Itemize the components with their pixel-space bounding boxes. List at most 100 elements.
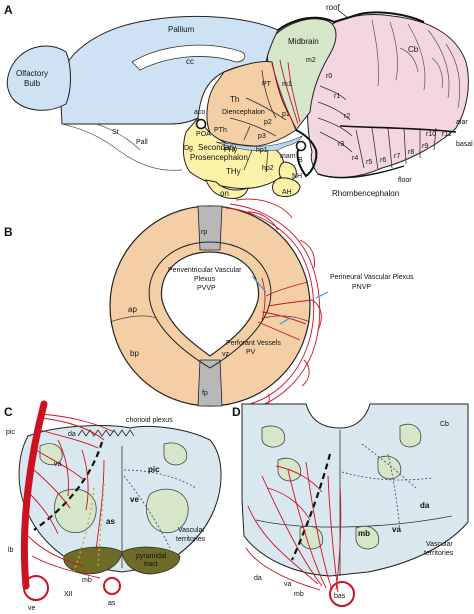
panel-d: D — [232, 403, 469, 607]
label-pallium: Pallium — [168, 25, 195, 34]
label-c-chorioid: chorioid plexus — [126, 417, 173, 424]
pons-territory-dotted — [341, 443, 433, 531]
alar-basal-boundary — [339, 125, 457, 133]
pyramidal-tract-right — [121, 546, 181, 575]
periventricular-plexus — [261, 277, 266, 321]
anterior-commissure-marker — [195, 118, 207, 130]
label-c-va: va — [54, 461, 62, 468]
label-ap: ap — [128, 305, 137, 314]
label-diencephalon: Diencephalon — [222, 109, 265, 116]
label-dg: Dg — [184, 145, 193, 152]
callout-lines — [251, 275, 329, 325]
chorioid-plexus — [77, 429, 135, 437]
label-poa: POA — [196, 131, 211, 138]
label-d-vascular-2: territories — [424, 550, 454, 557]
label-pt: PT — [262, 81, 272, 88]
label-pnvp-2: PNVP — [352, 284, 371, 291]
label-pvvp-3: PVVP — [197, 285, 216, 292]
label-c-vascular-2: territories — [176, 536, 206, 543]
label-m1: m1 — [282, 81, 292, 88]
optic-nerve — [205, 179, 249, 199]
peduncular-hypothalamus-band — [215, 135, 303, 152]
pyramidal-tract-left — [63, 546, 123, 575]
label-pvvp-1: Periventricular Vascular — [168, 267, 242, 274]
adenohypophysis — [272, 177, 301, 197]
label-pvvp-2: Plexus — [194, 276, 216, 283]
pons-nuclei — [261, 423, 422, 550]
ventricular-zone — [148, 241, 272, 369]
label-secondary-1: Secondary — [198, 143, 236, 152]
label-c-ve: ve — [130, 495, 139, 504]
perineural-vascular-plexus — [225, 198, 322, 413]
label-nh: NH — [292, 173, 302, 180]
label-thy: THy — [226, 167, 241, 176]
medulla-nuclei — [39, 442, 189, 534]
label-c-pic-left: pic — [6, 429, 15, 436]
label-r8: r8 — [408, 149, 414, 156]
hypoglossal-nerve-right — [97, 483, 105, 567]
prosomere-dividers — [229, 69, 287, 173]
label-d-bas: bas — [334, 593, 346, 600]
label-secondary-2: Prosencephalon — [190, 153, 248, 162]
label-c-lb: lb — [8, 547, 14, 554]
territory-dotted-lines — [123, 469, 197, 549]
label-r6: r6 — [380, 157, 386, 164]
label-c-ve-bottom: ve — [28, 605, 36, 612]
label-c-xii: XII — [64, 591, 73, 598]
label-pv-2: PV — [246, 349, 256, 356]
label-floor: floor — [398, 177, 412, 184]
panel-a-letter: A — [4, 3, 13, 17]
label-r1: r1 — [334, 93, 340, 100]
roof-line — [267, 11, 425, 41]
label-r10: r10 — [426, 131, 436, 138]
label-d-mb-bottom: mb — [294, 591, 304, 598]
sulcus-left — [109, 315, 157, 323]
label-c-mb: mb — [82, 577, 92, 584]
label-r9: r9 — [422, 143, 428, 150]
label-c-as: as — [106, 517, 115, 526]
label-cb: Cb — [408, 45, 419, 54]
label-rhombencephalon: Rhombencephalon — [332, 189, 399, 198]
diencephalon-region — [206, 61, 297, 147]
cerebellum-folia — [371, 19, 461, 109]
label-m2: m2 — [306, 57, 316, 64]
roof-plate-band — [197, 205, 223, 251]
posterior-inferior-cerebellar-artery — [20, 400, 48, 590]
panel-c-letter: C — [4, 405, 13, 419]
label-p2: p2 — [264, 119, 272, 126]
label-r3: r3 — [338, 141, 344, 148]
label-bp: bp — [130, 349, 139, 358]
olfactory-bulb-region — [6, 45, 71, 111]
label-phy: PHy — [224, 147, 238, 154]
label-d-mb: mb — [358, 529, 370, 538]
label-r4: r4 — [352, 155, 358, 162]
basilar-artery — [329, 581, 355, 607]
corpus-callosum — [131, 44, 246, 71]
label-st: St — [112, 129, 119, 136]
label-fp: fp — [202, 390, 208, 397]
label-basal: basal — [456, 141, 473, 148]
panel-a: A — [4, 3, 473, 199]
rhombencephalon-region — [307, 14, 469, 178]
label-d-vascular-1: Vascular — [426, 541, 453, 548]
label-d-va-bottom: va — [284, 581, 292, 588]
label-aco: aco — [194, 109, 205, 116]
panel-d-letter: D — [232, 405, 241, 419]
label-alar: alar — [456, 119, 468, 126]
label-d-da-bottom: da — [254, 575, 262, 582]
panel-b: B — [4, 198, 414, 413]
label-midbrain: Midbrain — [288, 37, 319, 46]
label-on: on — [220, 189, 229, 198]
medullary-vessels — [27, 413, 115, 579]
label-vz: vz — [222, 351, 230, 358]
label-pnvp-1: Perineural Vascular Plexus — [330, 274, 414, 281]
label-mam: mam — [280, 153, 296, 160]
label-d-cb: Cb — [440, 421, 449, 428]
anterior-spinal-artery — [103, 577, 121, 595]
label-p3: p3 — [258, 133, 266, 140]
label-pth: PTh — [214, 127, 227, 134]
pontine-vessels — [245, 461, 342, 593]
label-olfactory-1: Olfactory — [16, 69, 48, 78]
label-hp1: hp1 — [256, 147, 268, 154]
